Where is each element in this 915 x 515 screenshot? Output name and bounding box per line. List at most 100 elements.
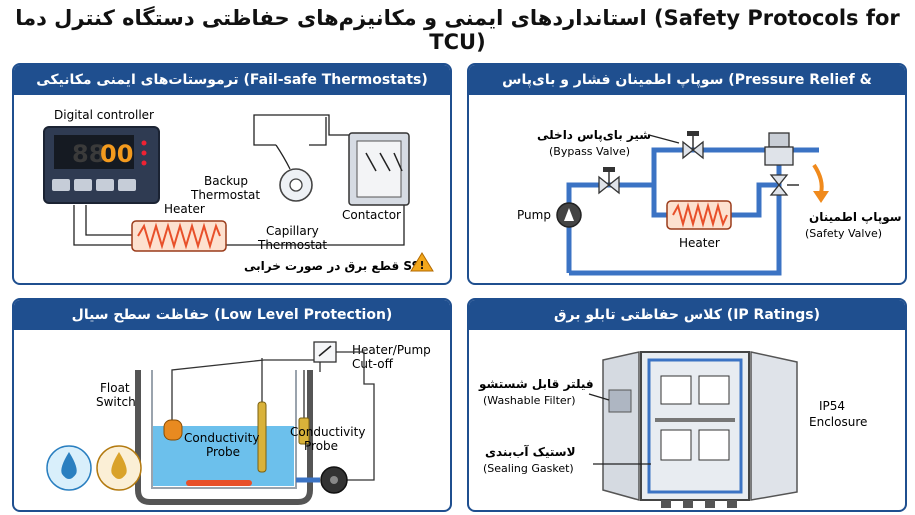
status-led: [141, 150, 147, 156]
bypass-label-en: (Bypass Valve): [549, 145, 630, 158]
heater-coil: [672, 202, 728, 228]
enclosure-diagram: فیلتر قابل شستشو (Washable Filter) لاستی…: [478, 351, 867, 508]
panel-ip-ratings: کلاس حفاظتی تابلو برق (IP Ratings) فیلتر…: [467, 298, 907, 512]
safety-label-fa: سوپاپ اطمینان: [809, 210, 902, 225]
valve-handle: [687, 131, 699, 136]
contactor-switch: [379, 152, 391, 172]
valve-handle: [603, 167, 615, 172]
float-label-2: Switch: [96, 395, 136, 409]
gasket-label-fa: لاستیک آب‌بندی: [485, 444, 576, 459]
panel-header: حفاظت سطح سیال (Low Level Protection): [14, 300, 450, 330]
relief-arrow-head: [813, 191, 829, 203]
filter-label-en: (Washable Filter): [483, 394, 576, 407]
level-diagram: Float Switch Conductivity Probe Conducti…: [46, 341, 431, 505]
heater-coil: [137, 222, 221, 250]
heater-label: Heater: [164, 202, 205, 216]
pump-arrow: [564, 208, 574, 221]
contactor-switch: [393, 152, 403, 172]
breaker: [660, 375, 692, 405]
contactor-label: Contactor: [342, 208, 401, 222]
heater-element: [186, 480, 252, 486]
oil-drop-glyph: [111, 452, 127, 479]
cable-gland: [727, 500, 737, 508]
pressure-diagram: Pump شیر بای‌پاس داخلی (Bypass Valve) He…: [517, 128, 902, 276]
wire: [73, 205, 132, 246]
panel-header: سوپاپ اطمینان فشار و بای‌پاس (Pressure R…: [469, 65, 905, 118]
display-ghost-digits: 88: [72, 140, 105, 168]
relief-arrow: [812, 163, 824, 194]
water-drop-glyph: [61, 452, 77, 479]
cutoff-switch: [313, 341, 337, 363]
heater-label: Heater: [679, 236, 720, 250]
digital-controller-label: Digital controller: [54, 108, 154, 122]
contactor: [698, 429, 730, 461]
controller-display: [54, 135, 134, 169]
filter-label-fa: فیلتر قابل شستشو: [478, 377, 594, 392]
page-title: استانداردهای ایمنی و مکانیزم‌های حفاظتی …: [15, 6, 900, 54]
ip-label-1: IP54: [819, 399, 845, 413]
warning-text: قطع برق در صورت خرابی SSR: [244, 259, 429, 274]
pipe: [651, 185, 667, 218]
pipe: [569, 241, 782, 276]
float-label-1: Float: [100, 381, 130, 395]
cabinet: [640, 351, 750, 501]
backup-label-1: Backup: [204, 174, 248, 188]
din-rail: [655, 418, 735, 422]
leader-line: [588, 393, 610, 401]
conductivity-probe: [257, 401, 267, 473]
backup-label-2: Thermostat: [190, 188, 260, 202]
capillary-tube: [275, 144, 291, 170]
probe2-label-1: Conductivity: [290, 425, 365, 439]
down-button[interactable]: [96, 179, 114, 191]
right-door: [750, 351, 798, 501]
contactor-face: [356, 140, 402, 198]
safety-label-en: (Safety Valve): [805, 227, 882, 240]
probe1-label-2: Probe: [206, 445, 240, 459]
capillary-label-2: Thermostat: [257, 238, 327, 252]
panel-failsafe-thermostats: ترموستات‌های ایمنی مکانیکی (Fail-safe Th…: [12, 63, 452, 285]
capillary-tube: [253, 125, 276, 146]
cable-gland: [683, 500, 693, 508]
up-button[interactable]: [74, 179, 92, 191]
pump-label: Pump: [517, 208, 551, 222]
panel-header: کلاس حفاظتی تابلو برق (IP Ratings): [469, 300, 905, 330]
probe2-label-2: Probe: [304, 439, 338, 453]
capillary-label-1: Capillary: [266, 224, 319, 238]
probe1-label-1: Conductivity: [184, 431, 259, 445]
safety-valve-cap: [768, 132, 790, 148]
wire: [171, 359, 321, 420]
dial-knob: [289, 178, 303, 192]
tank-inner: [151, 370, 297, 489]
contactor-switch: [365, 152, 377, 172]
wire: [85, 205, 132, 236]
ip-label-2: Enclosure: [809, 415, 867, 429]
gasket-label-en: (Sealing Gasket): [483, 462, 574, 475]
safety-valve-icon: [764, 146, 794, 166]
set-button[interactable]: [118, 179, 136, 191]
pump-hub: [330, 476, 338, 484]
tank: [135, 370, 313, 505]
contactor: [660, 429, 692, 461]
status-led: [141, 140, 147, 146]
panel-header: ترموستات‌های ایمنی مکانیکی (Fail-safe Th…: [14, 65, 450, 95]
panel-low-level-protection: حفاظت سطح سیال (Low Level Protection) Fl…: [12, 298, 452, 512]
failsafe-diagram: Digital controller 88 00 Heater Backup T…: [43, 108, 434, 274]
pipe: [651, 147, 779, 185]
display-value: 00: [100, 140, 133, 168]
wire: [253, 114, 349, 136]
float-switch: [163, 419, 183, 441]
sealing-gasket: [647, 358, 743, 494]
valve-icon: [769, 174, 789, 196]
pipe: [566, 182, 654, 273]
left-door: [602, 351, 640, 501]
cable-gland: [661, 500, 671, 508]
wire: [309, 117, 327, 146]
bypass-label-fa: شیر بای‌پاس داخلی: [537, 128, 651, 142]
conductivity-probe: [298, 417, 310, 445]
warning-icon: [410, 252, 434, 272]
wire: [336, 351, 375, 481]
cutoff-switch-contact: [318, 345, 332, 357]
panel-pressure-relief: سوپاپ اطمینان فشار و بای‌پاس (Pressure R…: [467, 63, 907, 285]
cutoff-label-2: Cut-off: [352, 357, 394, 371]
menu-button[interactable]: [52, 179, 70, 191]
